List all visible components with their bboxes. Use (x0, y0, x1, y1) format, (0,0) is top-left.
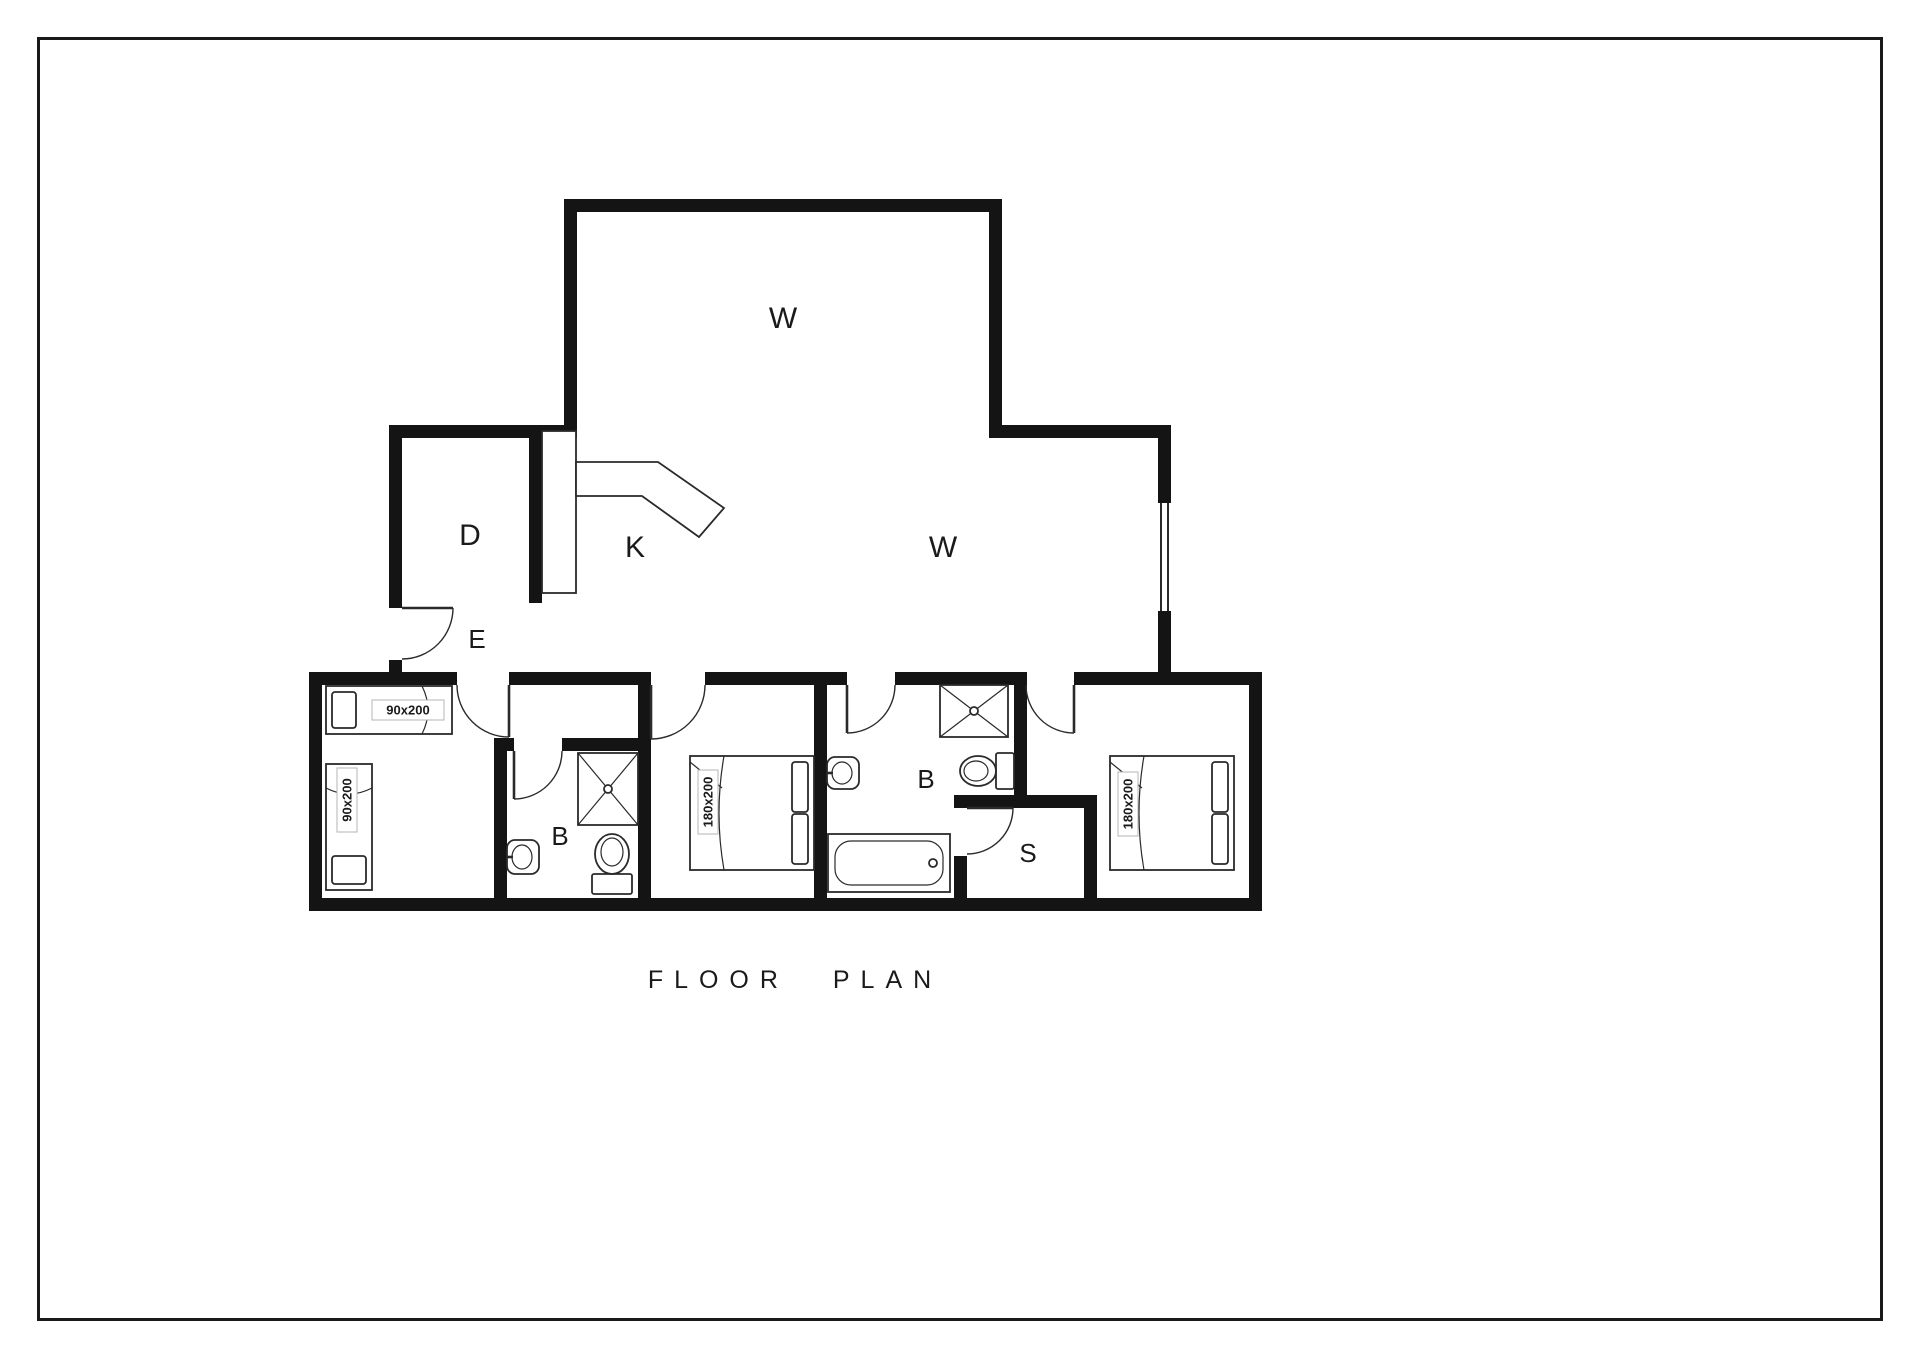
door-bath-1 (512, 750, 563, 800)
wall-segment (564, 199, 1002, 212)
door-entry (401, 606, 454, 660)
toilet-bowl (959, 755, 997, 787)
door-bedroom-3 (1025, 684, 1076, 734)
shower-drain (603, 784, 613, 794)
wall-segment (1158, 611, 1171, 685)
bed-label-box (336, 767, 358, 833)
bed-label-box (1117, 771, 1139, 837)
wall-segment (895, 672, 1020, 685)
door-swing-arc (966, 807, 1014, 855)
pillow (791, 813, 809, 865)
door-bath-2 (845, 684, 896, 734)
door-swing-arc (846, 684, 896, 734)
bathtub-basin (834, 840, 944, 886)
toilet-bowl (594, 833, 630, 875)
bathtub (827, 833, 951, 893)
wall-segment (494, 738, 514, 751)
door-storage (966, 806, 1014, 855)
sink-bath-2 (826, 756, 860, 790)
wall-segment (309, 672, 322, 911)
bed-labels: 90x200 90x200 180x200 180x200 (336, 699, 1139, 837)
bed-label-box (697, 769, 719, 835)
bed-size-label: 180x200 (1121, 779, 1136, 830)
page-title: FLOOR PLAN (648, 966, 942, 994)
toilet-tank (591, 873, 633, 895)
door-swing-arc (513, 750, 563, 800)
room-label-dining: D (459, 519, 481, 552)
room-label-kitchen: K (625, 531, 645, 564)
bed-size-label: 90x200 (340, 778, 355, 821)
blanket-fold (1138, 755, 1145, 871)
wall-segment (564, 199, 577, 438)
pillow (331, 855, 367, 885)
pillow (791, 761, 809, 813)
toilet-bath-1 (591, 833, 633, 895)
room-label-bath-2: B (917, 764, 934, 794)
room-label-living-main: W (929, 531, 958, 564)
wall-segment (989, 199, 1002, 438)
shower-bath-1 (577, 752, 639, 826)
wall-segment (1014, 672, 1027, 807)
pillow (1211, 813, 1229, 865)
wall-segment (954, 795, 967, 808)
wall-segment (954, 795, 1096, 808)
pillow (331, 691, 357, 729)
room-label-living-upper: W (769, 302, 798, 335)
door-bedroom-1 (456, 684, 511, 738)
kitchen-counter (541, 430, 726, 594)
toilet-bath-2 (959, 752, 1015, 790)
wall-segment (309, 898, 1262, 911)
pillow (1211, 761, 1229, 813)
door-swing-arc (456, 684, 510, 738)
wall-segment (509, 672, 651, 685)
room-labels: W D K W E B B S (459, 302, 1037, 868)
page-frame (37, 37, 1883, 1321)
door-swing-arc (650, 684, 706, 740)
bed-label-box (371, 699, 445, 721)
room-label-entry: E (468, 624, 485, 654)
counter-strip (541, 430, 577, 594)
wall-segment (494, 738, 507, 905)
toilet-seat (963, 760, 989, 782)
wall-segment (1158, 425, 1171, 503)
sink-bath-1 (506, 839, 540, 875)
wall-segment (814, 672, 827, 911)
wall-segment (1074, 672, 1262, 685)
wall-segment (638, 672, 651, 911)
bathtub-faucet (928, 858, 938, 868)
wall-segment (309, 672, 457, 685)
shower-bath-2 (939, 684, 1009, 738)
wall-segment (1249, 672, 1262, 911)
wall-segment (954, 856, 967, 911)
window-right (1160, 503, 1169, 611)
toilet-seat (600, 837, 624, 867)
door-swing-arc (1025, 684, 1075, 734)
room-label-bath-1: B (551, 821, 568, 851)
toilet-tank (995, 752, 1015, 790)
wall-segment (562, 738, 651, 751)
wall-segment (529, 425, 542, 603)
blanket-fold (718, 755, 725, 871)
walls (309, 199, 1262, 911)
shower-drain (969, 706, 979, 716)
doors (401, 606, 1076, 855)
wall-segment (989, 425, 1171, 438)
bed-size-label: 90x200 (386, 703, 429, 718)
room-label-storage: S (1019, 838, 1036, 868)
counter-peninsula (575, 461, 726, 539)
wall-segment (389, 425, 402, 608)
wall-segment (705, 672, 847, 685)
bed-size-label: 180x200 (701, 777, 716, 828)
door-swing-arc (401, 607, 454, 660)
door-bedroom-2 (649, 684, 706, 740)
wall-segment (1084, 795, 1097, 911)
